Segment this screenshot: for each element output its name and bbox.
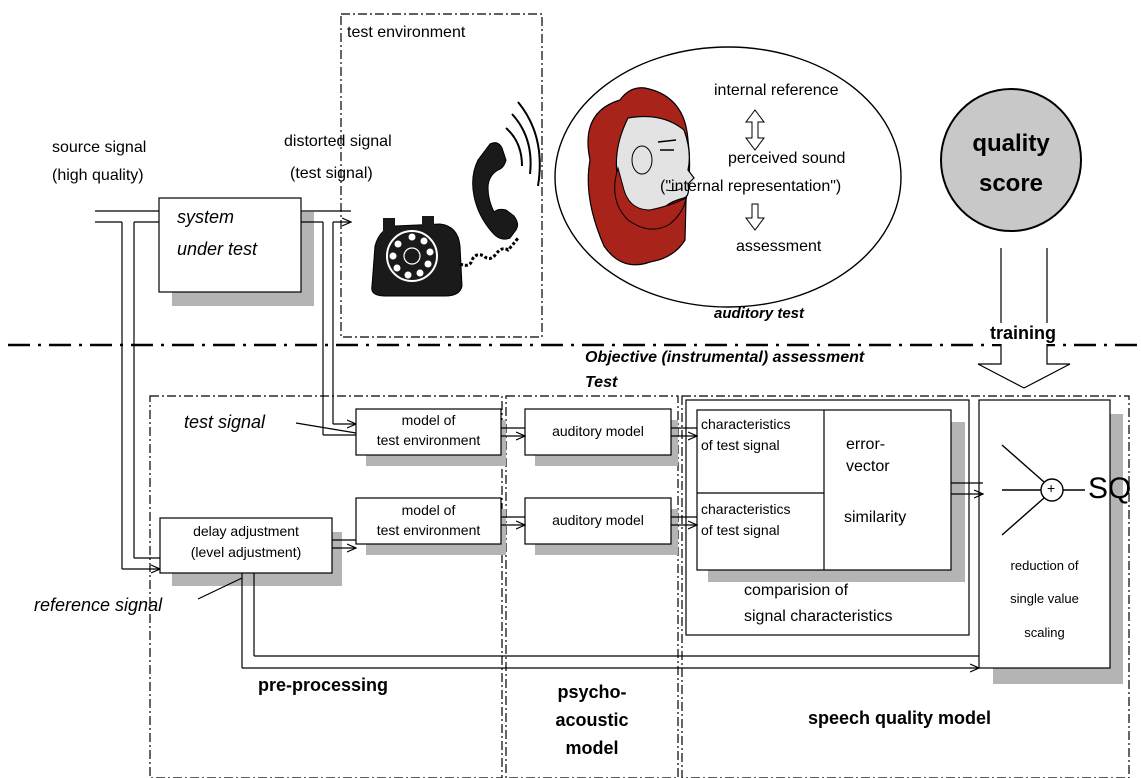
auditory-test-label: auditory test — [714, 305, 805, 322]
similarity-label: similarity — [844, 509, 907, 526]
internal-representation-label: ("internal representation") — [660, 178, 842, 195]
pre-processing-frame — [149, 395, 503, 778]
system-under-test-box — [158, 197, 302, 293]
objective-assessment-label: Objective (instrumental) assessment — [585, 349, 865, 366]
internal-reference-label: internal reference — [714, 82, 839, 99]
model-env-top-line1: model of — [401, 412, 456, 428]
auditory-model-top-label: auditory model — [552, 423, 644, 439]
objective-test-label: Test — [585, 374, 618, 391]
pre-processing-label: pre-processing — [258, 675, 389, 695]
training-arrow — [977, 248, 1071, 389]
characteristics-top-line1: characteristics — [701, 416, 791, 432]
model-env-bottom-box — [355, 497, 502, 545]
reduction-line1: reduction of — [1010, 558, 1079, 573]
reduction-line2: single value — [1010, 591, 1079, 606]
model-env-bottom-line1: model of — [401, 502, 456, 518]
delay-adjustment-box — [159, 517, 333, 574]
sut-label-line1: system — [177, 207, 235, 227]
reduction-box — [978, 399, 1111, 669]
assessment-label: assessment — [736, 238, 822, 255]
comparison-line2: signal characteristics — [744, 608, 893, 625]
quality-score-label-line2: score — [978, 170, 1044, 197]
error-vector-line1: error- — [846, 436, 886, 453]
reduction-line3: scaling — [1024, 625, 1065, 640]
telephone-icon — [371, 101, 541, 297]
model-env-bottom-line2: test environment — [376, 522, 481, 538]
test-signal-label: test signal — [184, 412, 266, 432]
reference-signal-label: reference signal — [34, 595, 163, 615]
source-signal-sub-label: (high quality) — [52, 167, 144, 184]
auditory-model-top-box — [524, 408, 672, 456]
characteristics-top-line2: of test signal — [701, 437, 780, 453]
characteristics-bottom-line2: of test signal — [701, 522, 780, 538]
training-label: training — [986, 323, 1060, 344]
auditory-model-bottom-box — [524, 497, 672, 545]
sq-label: SQ — [1088, 472, 1132, 505]
summing-node — [1001, 444, 1085, 536]
quality-score-label-line1: quality — [972, 130, 1050, 157]
test-environment-frame — [340, 13, 543, 338]
connector-arrows — [197, 422, 983, 668]
speech-quality-model-frame — [681, 395, 1130, 778]
model-env-top-line2: test environment — [376, 432, 481, 448]
psycho-line2: acoustic — [555, 710, 629, 730]
delay-adjustment-line2: (level adjustment) — [190, 544, 302, 560]
summing-symbol: + — [1047, 480, 1056, 496]
listener-head-icon — [587, 87, 695, 266]
signal-lines — [95, 210, 356, 569]
delay-adjustment-line1: delay adjustment — [193, 523, 299, 539]
speech-quality-model-label: speech quality model — [808, 708, 992, 728]
section-frames — [149, 13, 1130, 778]
auditory-model-bottom-label: auditory model — [552, 512, 644, 528]
test-environment-label: test environment — [347, 24, 466, 41]
comparison-line1: comparision of — [744, 582, 849, 599]
psycho-line1: psycho- — [557, 682, 627, 702]
error-vector-line2: vector — [846, 458, 890, 475]
quality-score-circle — [940, 88, 1082, 232]
sut-label-line2: under test — [177, 239, 258, 259]
distorted-signal-label: distorted signal — [284, 133, 392, 150]
distorted-signal-sub-label: (test signal) — [290, 165, 373, 182]
psycho-line3: model — [565, 738, 619, 758]
psychoacoustic-frame — [505, 395, 679, 778]
model-env-top-box — [355, 408, 502, 456]
characteristics-bottom-line1: characteristics — [701, 501, 791, 517]
perceived-sound-label: perceived sound — [728, 150, 846, 167]
ellipse-arrows — [745, 109, 765, 231]
source-signal-label: source signal — [52, 139, 147, 156]
